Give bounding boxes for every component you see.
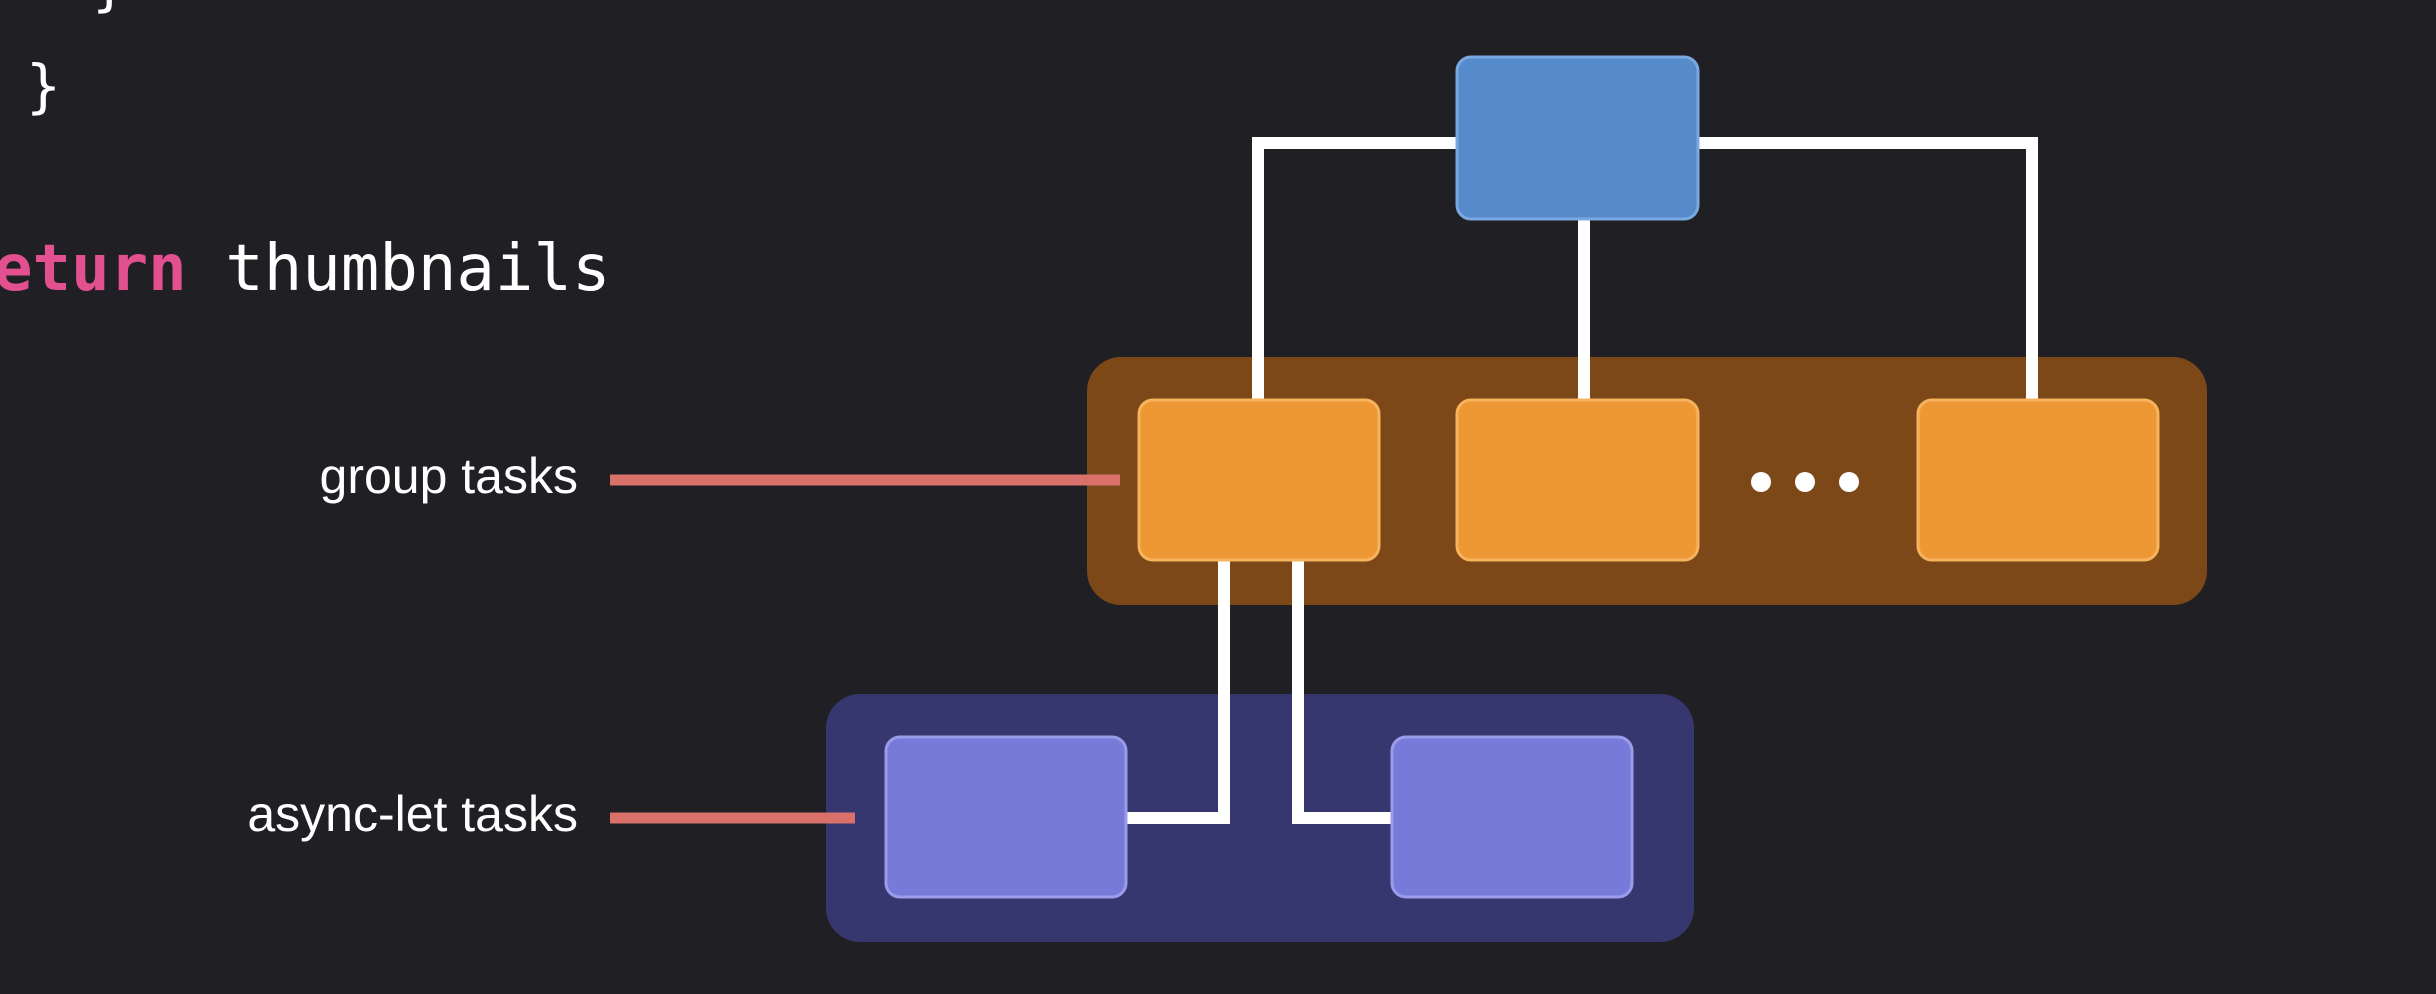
connector-right [1698,137,2038,400]
connector-left [1252,137,1460,400]
group-tasks-label: group tasks [319,448,578,504]
code-return-line: eturn thumbnails [0,234,611,304]
return-value: thumbnails [225,232,611,306]
code-brace-top: } [92,0,127,14]
return-keyword: eturn [0,232,187,306]
code-brace-close: } [26,52,61,120]
group-task-box-1 [1137,398,1381,562]
parent-to-group-connectors [1252,137,2038,400]
async-let-task-box-1 [884,735,1128,899]
group-to-async-connectors [1126,560,1392,824]
connector-async-right [1292,560,1392,824]
parent-task-box [1455,55,1700,221]
async-let-task-box-2 [1390,735,1634,899]
connector-async-left [1126,560,1230,824]
group-task-box-2 [1455,398,1700,562]
group-task-box-3 [1916,398,2160,562]
async-let-tasks-label: async-let tasks [247,786,578,842]
ellipsis-dots [1751,472,1859,492]
